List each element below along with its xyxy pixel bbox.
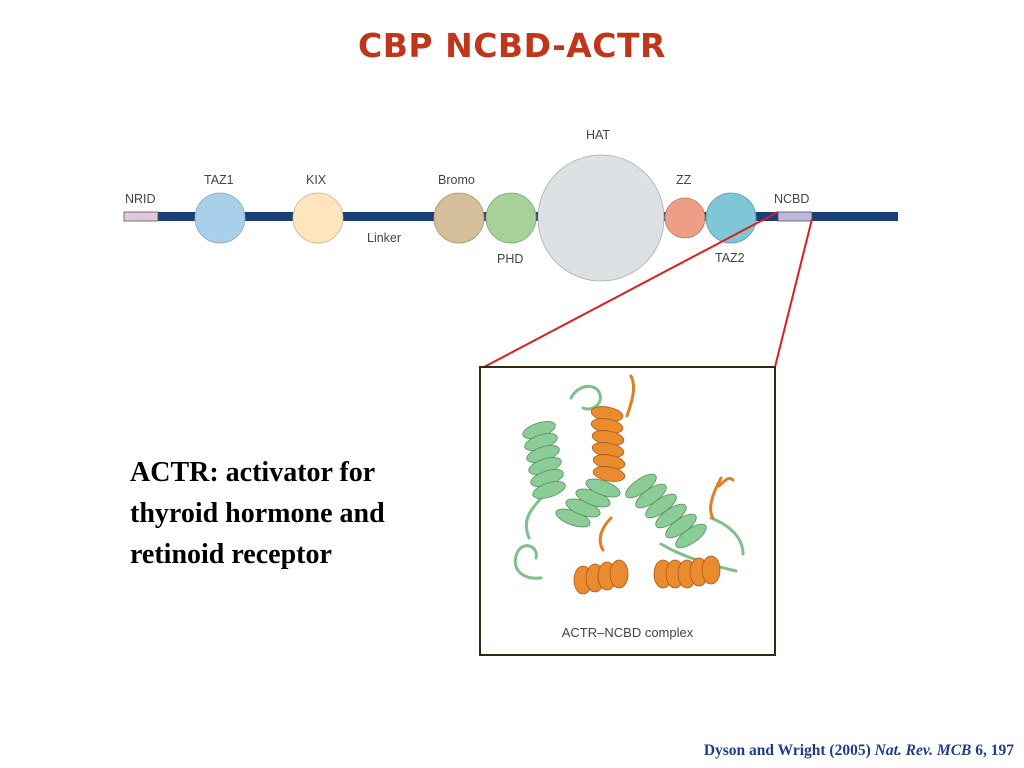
label-zz: ZZ bbox=[676, 173, 692, 187]
label-phd: PHD bbox=[497, 252, 523, 266]
label-hat: HAT bbox=[586, 128, 610, 142]
citation-journal: Nat. Rev. MCB bbox=[874, 742, 972, 759]
zoom-connector-left bbox=[483, 211, 779, 368]
label-linker: Linker bbox=[367, 231, 401, 245]
slide-title: CBP NCBD-ACTR bbox=[358, 26, 666, 65]
description-line-1: ACTR: activator for bbox=[130, 457, 376, 488]
hat-domain bbox=[537, 154, 665, 282]
label-taz1: TAZ1 bbox=[204, 173, 234, 187]
taz1-domain bbox=[194, 192, 246, 244]
actr-ncbd-ribbon-illustration bbox=[513, 374, 745, 595]
label-ncbd: NCBD bbox=[774, 192, 809, 206]
label-taz2: TAZ2 bbox=[715, 251, 745, 265]
description-line-2: thyroid hormone and bbox=[130, 498, 385, 529]
label-kix: KIX bbox=[306, 173, 327, 187]
zoom-connector-right bbox=[774, 218, 813, 368]
zz-domain bbox=[664, 197, 706, 239]
nrid-box bbox=[123, 211, 159, 222]
label-nrid: NRID bbox=[125, 192, 156, 206]
kix-domain bbox=[292, 192, 344, 244]
description-line-3: retinoid receptor bbox=[130, 539, 332, 570]
structure-caption: ACTR–NCBD complex bbox=[561, 625, 694, 640]
label-bromo: Bromo bbox=[438, 173, 475, 187]
taz2-domain bbox=[705, 192, 757, 244]
citation-ref: 6, 197 bbox=[975, 742, 1014, 759]
ncbd-box bbox=[777, 211, 813, 222]
phd-domain bbox=[485, 192, 537, 244]
citation: Dyson and Wright (2005) Nat. Rev. MCB 6,… bbox=[704, 742, 1014, 760]
bromo-domain bbox=[433, 192, 485, 244]
citation-authors: Dyson and Wright (2005) bbox=[703, 742, 871, 759]
actr-ncbd-structure-panel: ACTR–NCBD complex bbox=[479, 366, 776, 656]
actr-description: ACTR: activator for thyroid hormone and … bbox=[130, 452, 460, 575]
